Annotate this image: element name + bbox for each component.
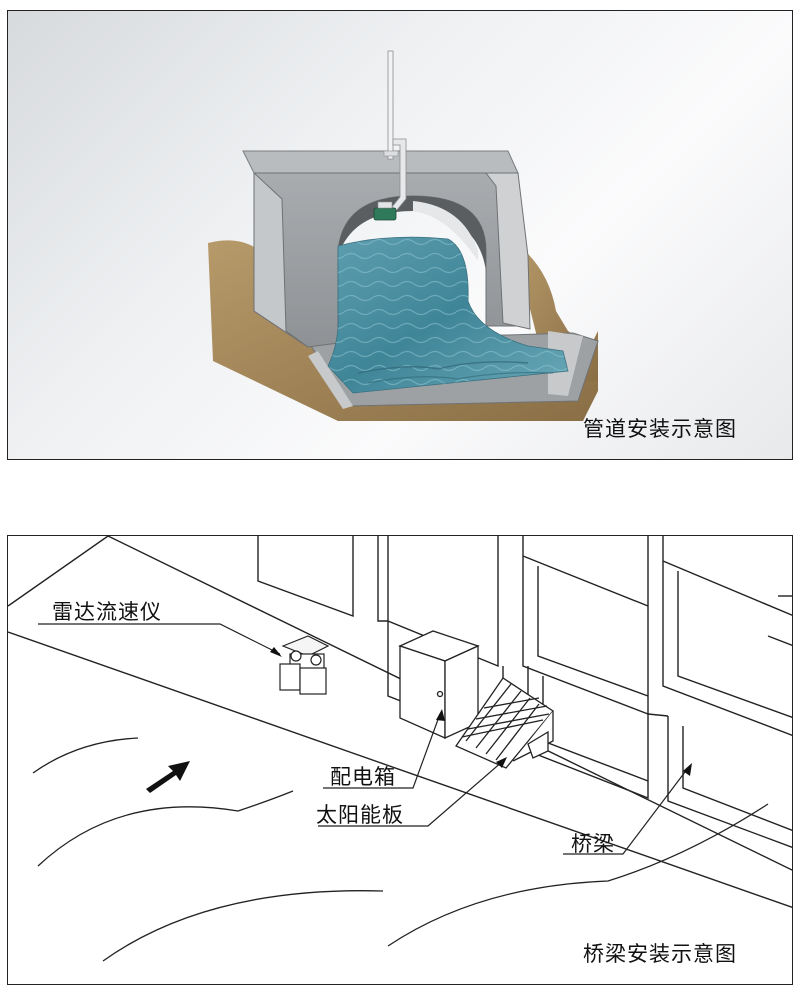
distribution-box — [398, 630, 480, 740]
solar-panel-label: 太阳能板 — [316, 803, 404, 827]
culvert-caption: 管道安装示意图 — [583, 417, 737, 441]
bridge-caption: 桥梁安装示意图 — [583, 942, 737, 966]
radar-flow-meter — [279, 635, 330, 695]
radar-sensor — [373, 201, 397, 221]
culvert-diagram-panel: 管道安装示意图 — [7, 10, 793, 460]
leader-arrowheads — [270, 647, 692, 776]
radar-flow-meter-label: 雷达流速仪 — [52, 600, 162, 624]
solar-panel — [455, 677, 554, 769]
distribution-box-label: 配电箱 — [330, 765, 396, 789]
river-flow-lines — [32, 737, 769, 962]
flow-direction-arrow — [146, 761, 190, 793]
bridge-illustration — [8, 536, 792, 962]
bridge-diagram-panel: 雷达流速仪 配电箱 太阳能板 桥梁 桥梁安装示意图 — [7, 535, 793, 985]
water-flow — [327, 236, 569, 394]
leader-lines — [38, 623, 689, 855]
bridge-deck — [8, 536, 792, 909]
bridge-label: 桥梁 — [571, 832, 615, 856]
culvert-illustration — [208, 50, 599, 421]
